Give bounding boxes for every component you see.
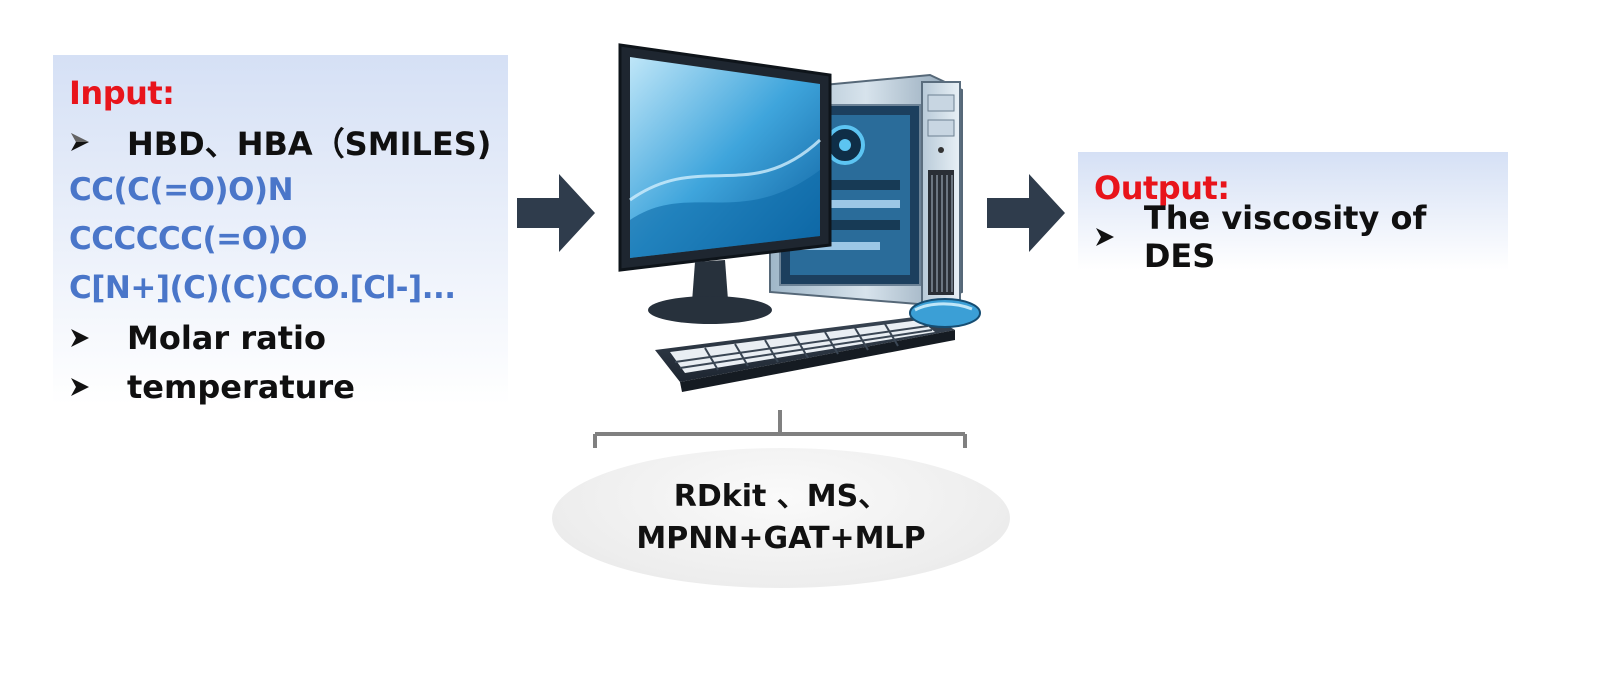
computer-icon xyxy=(618,43,981,392)
input-item-label: temperature xyxy=(127,367,355,406)
input-item-hbd-hba: HBD、HBA（SMILES) xyxy=(69,117,508,166)
output-item-label: The viscosity of DES xyxy=(1143,198,1427,275)
input-heading: Input: xyxy=(69,74,175,112)
bracket-connector xyxy=(593,410,967,448)
input-item-temperature: temperature xyxy=(69,362,508,411)
output-panel: Output: The viscosity of DES xyxy=(1078,152,1508,275)
smiles-line: C[N+](C)(C)CCO.[Cl-]... xyxy=(69,270,456,306)
bullet-arrow-icon xyxy=(69,131,127,153)
input-item-molar-ratio: Molar ratio xyxy=(69,313,508,362)
output-item-viscosity: The viscosity of DES xyxy=(1094,199,1508,275)
input-item-label: HBD、HBA（SMILES) xyxy=(127,124,492,163)
smiles-line: CCCCCC(=O)O xyxy=(69,221,308,257)
bullet-arrow-icon xyxy=(69,327,127,349)
bullet-arrow-icon xyxy=(69,376,127,398)
output-heading: Output: xyxy=(1094,169,1230,207)
method-oval: RDkit 、MS、 MPNN+GAT+MLP xyxy=(552,448,1010,588)
input-panel: Input: HBD、HBA（SMILES) CC(C(=O)O)N CCCCC… xyxy=(53,55,508,406)
right-arrow-icon xyxy=(517,174,595,252)
input-item-label: Molar ratio xyxy=(127,318,326,357)
method-line-tools: RDkit 、MS、 xyxy=(673,479,889,514)
right-arrow-icon xyxy=(987,174,1065,252)
smiles-line: CC(C(=O)O)N xyxy=(69,172,294,208)
bullet-arrow-icon xyxy=(1094,226,1144,248)
method-line-models: MPNN+GAT+MLP xyxy=(636,521,926,556)
